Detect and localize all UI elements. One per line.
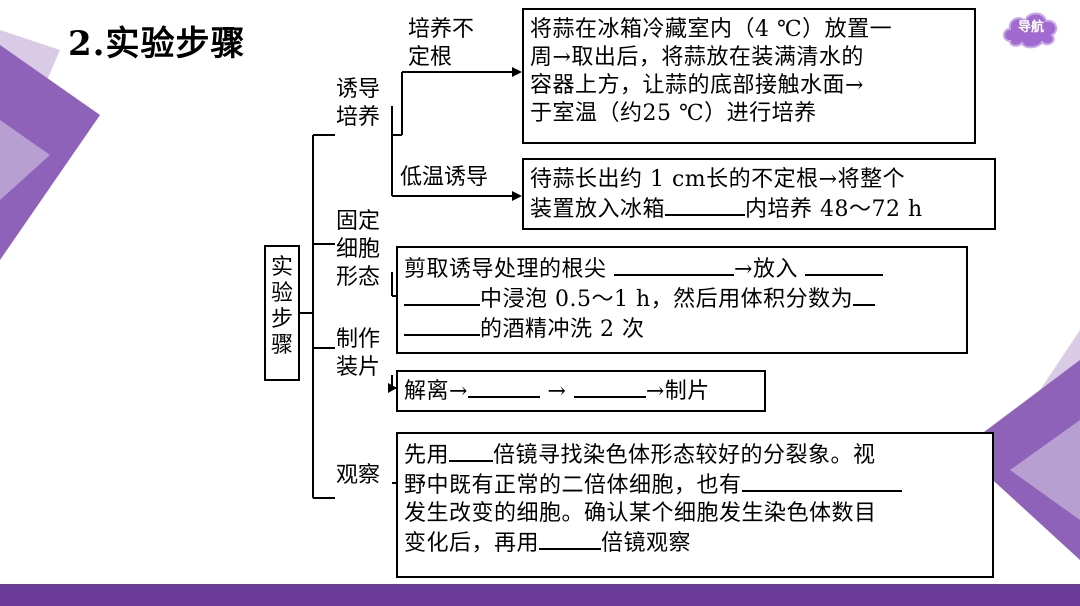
box-low-temp-induction: 待蒜长出约 1 cm长的不定根→将整个 装置放入冰箱 内培养 48～72 h: [522, 158, 996, 230]
box5-text: 变化后，再用: [404, 531, 540, 556]
root-char: 实: [270, 255, 293, 280]
box2-text: 内培养 48～72 h: [745, 197, 923, 222]
bottom-bar: [0, 584, 1080, 606]
fill-blank: [614, 254, 735, 276]
fill-blank: [805, 254, 884, 276]
box3-text: →放入: [734, 257, 798, 282]
box3-text: 剪取诱导处理的根尖: [404, 257, 607, 282]
box5-text: 先用: [404, 443, 450, 468]
fill-blank: [449, 440, 494, 462]
box5-line4: 变化后，再用 倍镜观察: [398, 528, 992, 558]
box5-line3: 发生改变的细胞。确认某个细胞发生染色体数目: [404, 501, 877, 526]
fill-blank: [467, 376, 540, 398]
box5-line2: 野中既有正常的二倍体细胞，也有: [398, 470, 992, 500]
branch-fix-line1: 固定: [336, 209, 381, 234]
box5-text: 倍镜寻找染色体形态较好的分裂象。视: [493, 443, 876, 468]
root-node-experiment-steps: 实 验 步 骤: [264, 245, 300, 381]
fill-blank: [539, 528, 602, 550]
branch-fix-line3: 形态: [336, 265, 381, 290]
box5-line1: 先用 倍镜寻找染色体形态较好的分裂象。视: [398, 440, 992, 470]
box2-line2: 装置放入冰箱 内培养 48～72 h: [524, 194, 994, 224]
box5-text: 野中既有正常的二倍体细胞，也有: [404, 473, 742, 498]
fill-blank: [741, 470, 902, 492]
box3-text: 中浸泡 0.5～1 h，然后用体积分数为: [480, 287, 854, 312]
fill-blank: [573, 376, 646, 398]
branch-induce-line2: 培养: [336, 105, 381, 130]
box5-text: 倍镜观察: [601, 531, 692, 556]
branch-observe-label: 观察: [336, 463, 381, 488]
fill-blank: [404, 284, 480, 306]
root-char: 验: [270, 281, 293, 306]
root-char: 步: [270, 307, 293, 332]
sub-adventitious-line2: 定根: [408, 45, 453, 70]
sub-lowtemp-label: 低温诱导: [400, 165, 489, 190]
box1-line: 容器上方，让蒜的底部接触水面→: [530, 73, 864, 98]
box1-line: 于室温（约25 ℃）进行培养: [530, 101, 817, 126]
box1-line: 周→取出后，将蒜放在装满清水的: [530, 45, 864, 70]
fill-blank: [853, 284, 876, 306]
box3-text: 的酒精冲洗 2 次: [480, 317, 645, 342]
box-make-slide: 解离→ → →制片: [396, 370, 766, 412]
box3-line1: 剪取诱导处理的根尖 →放入: [398, 254, 966, 284]
box2-line1: 待蒜长出约 1 cm长的不定根→将整个: [530, 167, 906, 192]
box4-text: 解离→: [404, 379, 468, 404]
box3-line3: 的酒精冲洗 2 次: [398, 314, 966, 344]
box3-line2: 中浸泡 0.5～1 h，然后用体积分数为: [398, 284, 966, 314]
box-fix-cell: 剪取诱导处理的根尖 →放入 中浸泡 0.5～1 h，然后用体积分数为 的酒精冲洗…: [396, 246, 968, 354]
page-title: 2.实验步骤: [68, 24, 246, 64]
sub-adventitious-line1: 培养不: [408, 17, 475, 42]
branch-make-line1: 制作: [336, 327, 381, 352]
box4-text: →: [547, 379, 567, 404]
box2-text: 装置放入冰箱: [530, 197, 666, 222]
branch-induce-line1: 诱导: [336, 77, 381, 102]
box-observe: 先用 倍镜寻找染色体形态较好的分裂象。视 野中既有正常的二倍体细胞，也有 发生改变…: [396, 432, 994, 578]
box4-text: →制片: [645, 379, 710, 404]
nav-button[interactable]: 导航: [1017, 20, 1044, 35]
box4-line: 解离→ → →制片: [398, 376, 764, 406]
fill-blank: [404, 314, 480, 336]
branch-fix-line2: 细胞: [336, 237, 381, 262]
box-adventitious-root: 将蒜在冰箱冷藏室内（4 ℃）放置一 周→取出后，将蒜放在装满清水的 容器上方，让…: [522, 8, 976, 144]
fill-blank: [665, 194, 746, 216]
root-char: 骤: [270, 333, 293, 358]
box1-line: 将蒜在冰箱冷藏室内（4 ℃）放置一: [530, 17, 893, 42]
nav-cloud-icon[interactable]: [1000, 7, 1062, 49]
branch-make-line2: 装片: [336, 355, 381, 380]
